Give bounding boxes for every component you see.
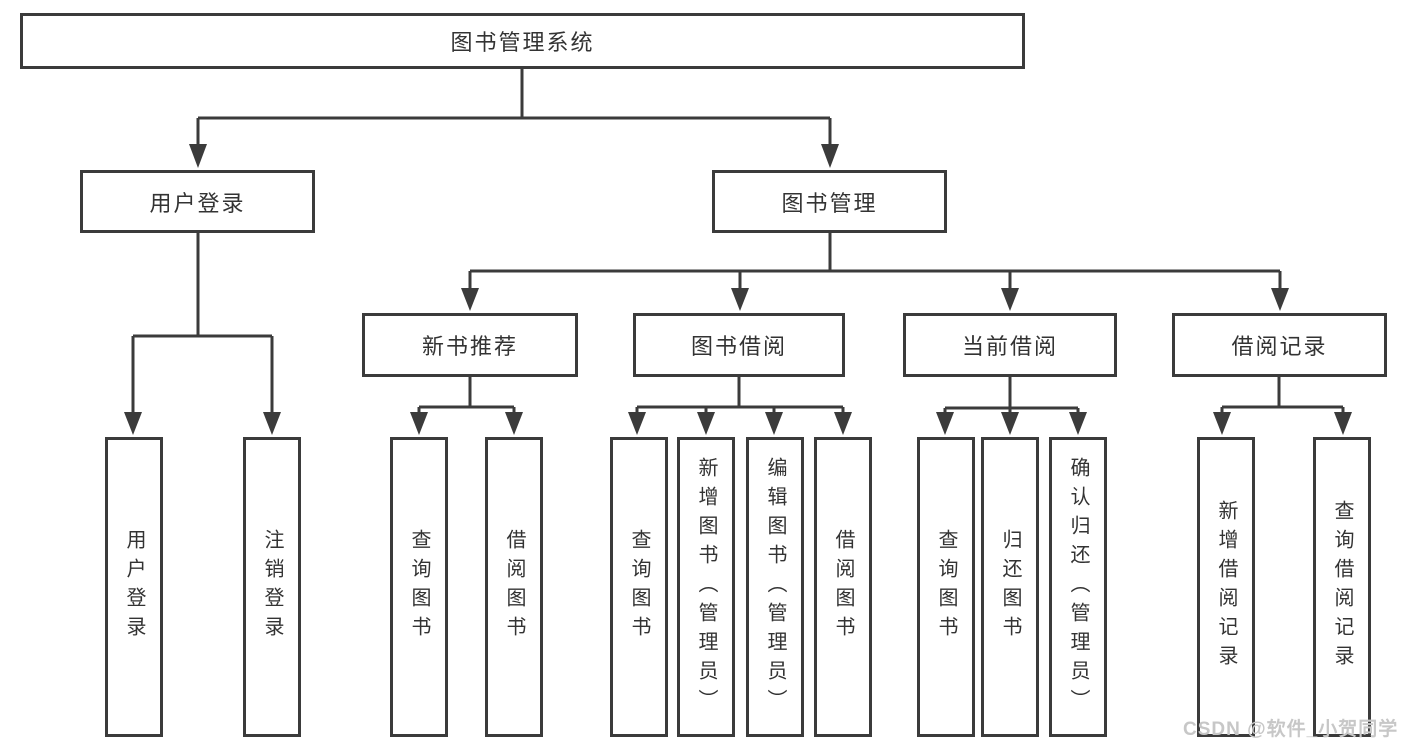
connector-book-borrow-to-leaves bbox=[628, 377, 852, 435]
leaf-label: 借阅图书 bbox=[832, 529, 854, 645]
leaf-label: 查询借阅记录 bbox=[1331, 500, 1353, 674]
node-label: 新书推荐 bbox=[421, 334, 518, 359]
node-label: 图书管理系统 bbox=[450, 30, 595, 55]
leaf-label: 新增图书（管理员） bbox=[695, 456, 717, 718]
leaf-label: 用户登录 bbox=[123, 529, 145, 645]
node-book-borrow: 图书借阅 bbox=[633, 313, 845, 377]
connector-new-book-to-leaves bbox=[410, 377, 523, 435]
leaf-query-borrow-record: 查询借阅记录 bbox=[1313, 437, 1371, 737]
leaf-return-book: 归还图书 bbox=[981, 437, 1039, 737]
node-label: 用户登录 bbox=[149, 190, 246, 216]
node-label: 图书管理 bbox=[781, 190, 878, 216]
leaf-query-books-borrow: 查询图书 bbox=[610, 437, 668, 737]
leaf-query-books-recommend: 查询图书 bbox=[390, 437, 448, 737]
csdn-watermark: CSDN @软件_小贺同学 bbox=[1183, 719, 1399, 740]
node-library-management-system: 图书管理系统 bbox=[20, 13, 1025, 69]
leaf-logout: 注销登录 bbox=[243, 437, 301, 737]
leaf-borrow-books-recommend: 借阅图书 bbox=[485, 437, 543, 737]
leaf-label: 借阅图书 bbox=[503, 529, 525, 645]
leaf-query-books-current: 查询图书 bbox=[917, 437, 975, 737]
node-new-book-recommend: 新书推荐 bbox=[362, 313, 578, 377]
leaf-add-book-admin: 新增图书（管理员） bbox=[677, 437, 735, 737]
node-label: 当前借阅 bbox=[961, 334, 1058, 359]
leaf-add-borrow-record: 新增借阅记录 bbox=[1197, 437, 1255, 737]
leaf-label: 编辑图书（管理员） bbox=[764, 456, 786, 718]
leaf-confirm-return-admin: 确认归还（管理员） bbox=[1049, 437, 1107, 737]
leaf-label: 查询图书 bbox=[408, 529, 430, 645]
leaf-user-login: 用户登录 bbox=[105, 437, 163, 737]
connector-borrow-records-to-leaves bbox=[1213, 377, 1352, 435]
node-book-management: 图书管理 bbox=[712, 170, 947, 233]
node-current-borrow: 当前借阅 bbox=[903, 313, 1117, 377]
leaf-label: 新增借阅记录 bbox=[1215, 500, 1237, 674]
connector-root-to-level2 bbox=[189, 69, 839, 168]
leaf-label: 确认归还（管理员） bbox=[1067, 456, 1089, 718]
connector-user-login-to-leaves bbox=[124, 233, 281, 435]
leaf-edit-book-admin: 编辑图书（管理员） bbox=[746, 437, 804, 737]
leaf-label: 查询图书 bbox=[628, 529, 650, 645]
connector-current-borrow-to-leaves bbox=[936, 377, 1087, 435]
node-borrow-records: 借阅记录 bbox=[1172, 313, 1387, 377]
node-label: 图书借阅 bbox=[690, 334, 787, 359]
node-label: 借阅记录 bbox=[1231, 334, 1328, 359]
connector-book-management-to-level3 bbox=[461, 233, 1289, 311]
leaf-borrow-books: 借阅图书 bbox=[814, 437, 872, 737]
leaf-label: 查询图书 bbox=[935, 529, 957, 645]
leaf-label: 注销登录 bbox=[261, 529, 283, 645]
leaf-label: 归还图书 bbox=[999, 529, 1021, 645]
node-user-login: 用户登录 bbox=[80, 170, 315, 233]
